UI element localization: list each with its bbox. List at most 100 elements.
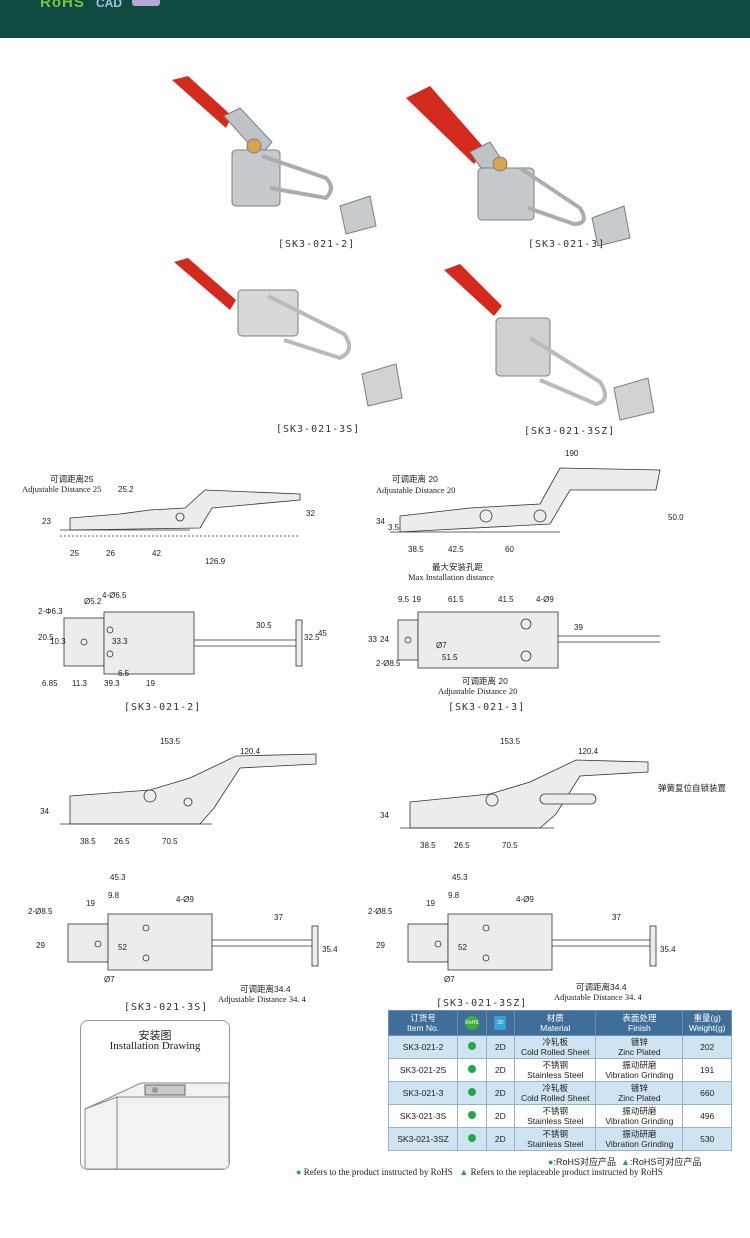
dim-label: Max Installation distance — [408, 572, 494, 582]
drawing-s3sz-top — [407, 913, 657, 971]
dim-label: 可调距离 20 — [462, 676, 508, 686]
dim-label: Adjustable Distance 20 — [438, 686, 517, 696]
dim-value: Ø7 — [436, 641, 447, 650]
dim-value: 9.8 — [108, 891, 120, 900]
dim-value: 3.5 — [388, 523, 400, 532]
dim-value: 34 — [380, 811, 389, 820]
top-banner: RoHS CAD — [0, 0, 750, 38]
dim-value: 52 — [458, 943, 467, 952]
drawing-caption: [SK3-021-2] — [124, 702, 202, 713]
drawing-caption: [SK3-021-3SZ] — [436, 998, 528, 1009]
dim-value: 34 — [40, 807, 49, 816]
dim-value: 38.5 — [420, 841, 436, 850]
cad-logo: CAD — [96, 0, 122, 10]
dim-value: 26.5 — [114, 837, 130, 846]
dim-value: 20.5 — [38, 633, 54, 642]
triangle-icon: ▲ — [620, 1157, 630, 1167]
dim-value: 19 — [86, 899, 95, 908]
dim-label: 最大安装孔距 — [432, 562, 484, 572]
dim-value: 45 — [318, 629, 327, 638]
col-cad: 2D — [485, 1010, 516, 1036]
installation-sketch — [84, 1082, 229, 1169]
dim-value: 30.5 — [256, 621, 272, 630]
circle-icon: ● — [296, 1167, 302, 1177]
rohs-logo: RoHS — [40, 0, 85, 11]
dim-value: 2-Ø8.5 — [368, 907, 393, 916]
drawing-s3s-side — [60, 753, 317, 825]
dim-value: 52 — [118, 943, 127, 952]
dim-value: 2-Ø8.5 — [28, 907, 53, 916]
rohs-dot-icon — [467, 1088, 476, 1096]
dim-value: 37 — [274, 913, 283, 922]
rohs-legend-en: ● Refers to the product instructed by Ro… — [296, 1167, 663, 1177]
dim-value: Ø7 — [104, 975, 115, 984]
dim-value: 4-Ø9 — [536, 595, 554, 604]
latch-photo-sk3-021-2 — [172, 76, 377, 235]
photo-caption: [SK3-021-3] — [528, 239, 606, 250]
dim-value: 41.5 — [498, 595, 514, 604]
dim-value: 6.5 — [118, 669, 130, 678]
dim-value: 33 — [368, 635, 377, 644]
drawing-sk3-top — [397, 611, 660, 669]
dim-value: 25.2 — [118, 485, 134, 494]
latch-photo-sk3-021-3sz — [444, 264, 655, 421]
dim-value: 42.5 — [448, 545, 464, 554]
dim-value: 29 — [36, 941, 45, 950]
dim-value: 32 — [306, 509, 315, 518]
dim-value: 2-Φ6.3 — [38, 607, 63, 616]
technical-drawings: 可调距离25 Adjustable Distance 25 25.2 23 32… — [22, 449, 727, 1004]
dim-value: 38.5 — [80, 837, 96, 846]
dim-value: 45.3 — [110, 873, 126, 882]
dim-value: 26.5 — [454, 841, 470, 850]
photo-caption: [SK3-021-2] — [278, 239, 356, 250]
rohs-dot-icon — [467, 1111, 476, 1119]
dim-label: Adjustable Distance 25 — [22, 484, 101, 494]
triangle-icon: ▲ — [459, 1167, 469, 1177]
photo-caption: [SK3-021-3SZ] — [524, 426, 616, 437]
cad-file-icon: 2D — [494, 1016, 507, 1030]
dim-value: 61.5 — [448, 595, 464, 604]
dim-label: 可调距离25 — [50, 474, 94, 484]
dim-label: Adjustable Distance 20 — [376, 485, 455, 495]
drawing-caption: [SK3-021-3] — [448, 702, 526, 713]
drawing-caption: [SK3-021-3S] — [124, 1002, 209, 1013]
dim-value: 45.3 — [452, 873, 468, 882]
dim-value: 153.5 — [500, 737, 521, 746]
dim-value: 42 — [152, 549, 161, 558]
dim-value: 4-Ø9 — [516, 895, 534, 904]
dim-value: 37 — [612, 913, 621, 922]
drawing-s3s-top — [67, 913, 319, 971]
dim-value: 9.5 — [398, 595, 410, 604]
feature-note: 弹簧复位自锁装置 — [658, 783, 727, 793]
rohs-dot-icon — [467, 1134, 476, 1142]
dim-value: 4-Ø9 — [176, 895, 194, 904]
dim-value: Ø7 — [444, 975, 455, 984]
dim-value: 39.3 — [104, 679, 120, 688]
dim-value: 153.5 — [160, 737, 181, 746]
dim-label: 可调距离34.4 — [576, 982, 627, 992]
dim-value: 9.8 — [448, 891, 460, 900]
col-rohs: RoHS — [457, 1010, 487, 1036]
rohs-legend-cn: ●:RoHS对应产品 ▲:RoHS可对应产品 — [548, 1157, 702, 1167]
dim-value: 70.5 — [162, 837, 178, 846]
rohs-dot-icon — [467, 1042, 476, 1050]
drawing-sk2-side — [60, 489, 301, 537]
dim-label: 可调距离34.4 — [240, 984, 291, 994]
dim-value: 190 — [565, 449, 579, 458]
dim-value: 51.5 — [442, 653, 458, 662]
dim-value: 25 — [70, 549, 79, 558]
col-weight: 重量(g)Weight(g) — [682, 1010, 732, 1036]
dim-value: 39 — [574, 623, 583, 632]
dim-value: 38.5 — [408, 545, 424, 554]
installation-drawing: 安装图 Installation Drawing — [80, 1020, 230, 1170]
drawing-sk3-side — [390, 467, 661, 533]
installation-title-en: Installation Drawing — [109, 1040, 201, 1052]
dim-value: 10.3 — [50, 637, 66, 646]
dim-value: 60 — [505, 545, 514, 554]
dim-label: 可调距离 20 — [392, 474, 438, 484]
